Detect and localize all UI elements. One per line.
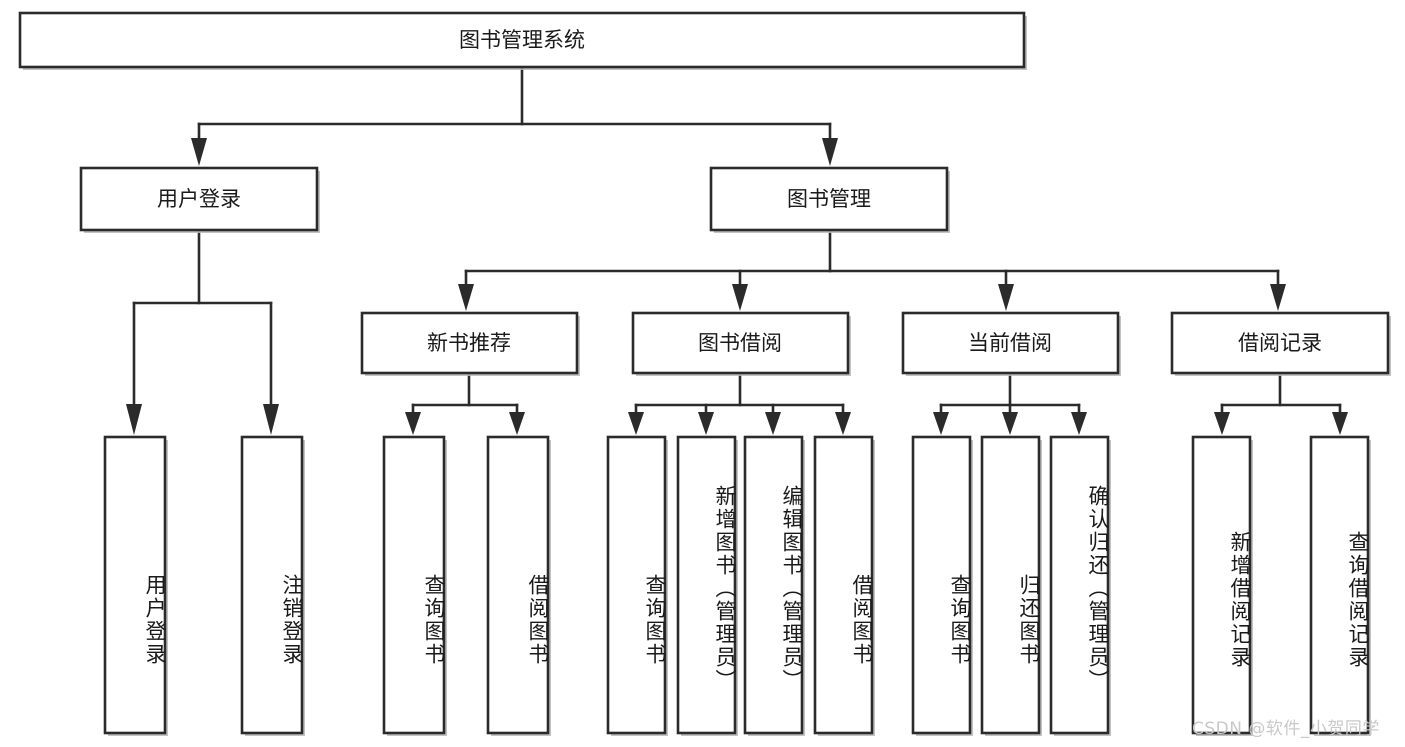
arrow-new-book-recommend: [458, 284, 474, 311]
book-borrow-label: 图书借阅: [698, 331, 782, 355]
arrow-leaf-user-logout: [263, 404, 279, 435]
current-borrow-label: 当前借阅: [968, 331, 1052, 355]
arrow-leaf-edit-book: [765, 412, 781, 435]
node-leaf-add-record[interactable]: [1191, 435, 1253, 736]
node-book-borrow[interactable]: 图书借阅: [631, 311, 851, 376]
book-manage-box: [709, 166, 949, 232]
arrow-current-borrow: [998, 284, 1014, 311]
node-leaf-query-book-1[interactable]: [382, 435, 447, 736]
edge-group-root: [191, 67, 838, 166]
node-user-login[interactable]: 用户登录: [79, 166, 320, 233]
node-leaf-edit-book[interactable]: [743, 435, 805, 736]
arrow-leaf-confirm-return: [1071, 412, 1087, 435]
leaf-edit-book-box: [743, 435, 804, 735]
arrow-borrow-record: [1270, 284, 1286, 311]
node-current-borrow[interactable]: 当前借阅: [901, 311, 1121, 376]
leaf-query-record-box: [1309, 435, 1370, 735]
arrow-book-manage: [822, 138, 838, 166]
arrow-leaf-user-login: [126, 404, 142, 435]
node-leaf-add-book[interactable]: [676, 435, 738, 736]
edge-group-user-login: [126, 231, 279, 435]
edge-group-borrow-record: [1214, 374, 1348, 435]
leaf-return-book-box: [980, 435, 1041, 735]
node-leaf-user-login[interactable]: [103, 435, 168, 736]
root-label: 图书管理系统: [459, 28, 585, 52]
node-leaf-return-book[interactable]: [980, 435, 1042, 736]
arrow-leaf-query-book-1: [405, 412, 421, 435]
leaf-add-book-box: [676, 435, 737, 735]
node-leaf-user-logout[interactable]: [240, 435, 305, 736]
book-borrow-box: [631, 311, 850, 375]
new-book-recommend-label: 新书推荐: [427, 331, 511, 355]
user-login-box: [79, 166, 319, 232]
leaf-borrow-book-1-box: [486, 435, 550, 735]
arrow-leaf-borrow-book-1: [509, 412, 525, 435]
arrow-book-borrow: [732, 284, 748, 311]
node-book-manage[interactable]: 图书管理: [709, 166, 950, 233]
borrow-record-box: [1170, 311, 1390, 375]
leaf-user-logout-box: [240, 435, 304, 735]
edge-group-new-book-recommend: [405, 374, 525, 435]
leaf-query-book-2-box: [606, 435, 667, 735]
edge-group-current-borrow: [933, 374, 1087, 435]
new-book-recommend-box: [360, 311, 579, 375]
node-leaf-borrow-book-1[interactable]: [486, 435, 551, 736]
arrow-leaf-borrow-book-2: [835, 412, 851, 435]
borrow-record-label: 借阅记录: [1238, 331, 1322, 355]
arrow-leaf-query-book-2: [628, 412, 644, 435]
leaf-query-book-3-box: [911, 435, 972, 735]
leaf-confirm-return-box: [1049, 435, 1110, 735]
book-manage-label: 图书管理: [787, 187, 871, 211]
arrow-leaf-return-book: [1002, 412, 1018, 435]
leaf-query-book-1-box: [382, 435, 446, 735]
root-box: [18, 11, 1026, 69]
csdn-watermark: CSDN @软件_小贺同学: [1192, 719, 1380, 739]
current-borrow-box: [901, 311, 1120, 375]
edge-group-book-manage: [458, 231, 1286, 311]
arrow-user-login: [191, 138, 207, 166]
node-new-book-recommend[interactable]: 新书推荐: [360, 311, 580, 376]
edge-group-book-borrow: [628, 374, 851, 435]
node-leaf-query-record[interactable]: [1309, 435, 1371, 736]
node-borrow-record[interactable]: 借阅记录: [1170, 311, 1391, 376]
user-login-label: 用户登录: [157, 187, 241, 211]
leaf-user-login-box: [103, 435, 167, 735]
node-leaf-borrow-book-2[interactable]: [813, 435, 875, 736]
arrow-leaf-query-book-3: [933, 412, 949, 435]
node-leaf-query-book-3[interactable]: [911, 435, 973, 736]
node-root[interactable]: 图书管理系统: [18, 11, 1027, 70]
arrow-leaf-add-record: [1214, 412, 1230, 435]
arrow-leaf-query-record: [1332, 412, 1348, 435]
node-leaf-confirm-return[interactable]: [1049, 435, 1111, 736]
leaf-add-record-box: [1191, 435, 1252, 735]
arrow-leaf-add-book: [698, 412, 714, 435]
leaf-borrow-book-2-box: [813, 435, 874, 735]
node-leaf-query-book-2[interactable]: [606, 435, 668, 736]
